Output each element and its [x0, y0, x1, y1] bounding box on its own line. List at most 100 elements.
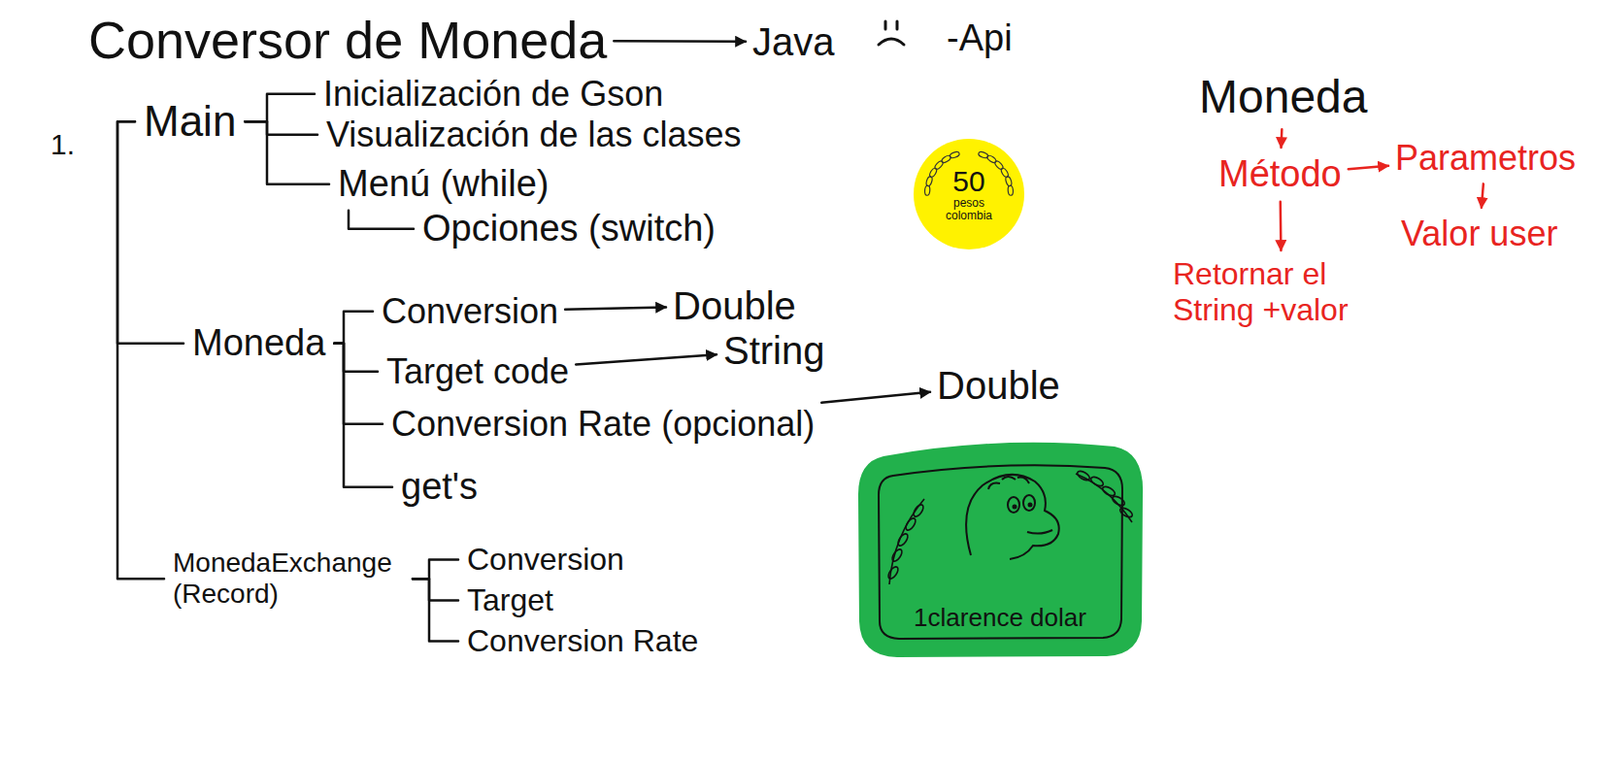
item-node: Inicialización de Gson	[320, 71, 667, 116]
bill-frame	[878, 465, 1123, 639]
face-eye	[884, 21, 888, 30]
record-node: MonedaExchange (Record)	[169, 545, 407, 612]
laurel-leaf	[911, 502, 926, 518]
title-node: Conversor de Moneda	[85, 7, 610, 72]
face-eye	[896, 21, 900, 30]
type-node: String	[720, 326, 829, 375]
portrait-mouth	[1027, 530, 1053, 534]
tree-branch	[333, 343, 378, 372]
tree-branch	[244, 121, 330, 185]
step-number: 1.	[50, 128, 75, 163]
node-text: Conversion	[466, 541, 625, 578]
node-text: MonedaExchange (Record)	[172, 547, 404, 610]
field-node: Conversion	[464, 539, 628, 580]
arrow-connector	[821, 392, 931, 403]
portrait-eye	[1007, 497, 1020, 513]
arrow-connector	[575, 354, 717, 365]
node-text: Double	[936, 363, 1061, 408]
tree-branch	[333, 343, 383, 425]
laurel-leaf	[1075, 468, 1092, 482]
item-node: Visualización de las clases	[323, 112, 745, 157]
tree-branch	[412, 559, 459, 579]
node-text: get's	[400, 466, 478, 509]
bill-ground	[858, 442, 1143, 658]
node-text: Conversion Rate (opcional)	[391, 403, 815, 444]
coin-face	[913, 138, 1025, 250]
arrow-connector	[1279, 129, 1283, 148]
method-node: Método	[1215, 151, 1345, 199]
laurel-leaf	[949, 150, 961, 159]
param-node: Valor user	[1398, 211, 1561, 256]
portrait-eye	[1023, 495, 1035, 511]
node-text: Parametros	[1395, 137, 1576, 178]
node-text: Conversion	[381, 291, 559, 332]
class-node: Moneda	[1196, 67, 1370, 126]
tree-branch	[348, 210, 414, 230]
portrait-pupil	[1013, 505, 1017, 509]
tree-branch	[412, 578, 459, 641]
tree-branch	[244, 121, 318, 134]
field-node: Conversion	[378, 289, 562, 334]
tree-branch	[244, 94, 315, 123]
field-node: Target code	[383, 349, 572, 394]
field-node: Target	[464, 580, 557, 621]
laurel-leaf	[890, 547, 904, 563]
face-doodle	[878, 21, 904, 45]
type-node: Double	[669, 281, 800, 331]
arrow-connector	[1348, 166, 1389, 169]
laurel-leaf	[924, 185, 931, 196]
laurel-leaf	[903, 516, 918, 532]
api-label: -Api	[946, 17, 1013, 61]
language-node: Java	[749, 17, 838, 67]
tree-branch	[333, 343, 393, 488]
laurel-leaf	[896, 532, 910, 547]
laurel-leaf	[1089, 474, 1105, 488]
portrait-pupil	[1029, 503, 1033, 507]
tree-branch	[117, 121, 165, 579]
node-text: String	[723, 328, 826, 373]
laurel-leaf	[1100, 484, 1117, 498]
coin-value: 50	[952, 166, 985, 198]
laurel-leaf	[1007, 185, 1014, 196]
tree-branch	[117, 121, 184, 344]
node-text: Opciones (switch)	[422, 207, 716, 251]
bill-laurel	[886, 468, 1134, 585]
field-node: Conversion Rate (opcional)	[388, 401, 818, 446]
node-text: Java	[752, 19, 835, 65]
item-node: Opciones (switch)	[419, 205, 719, 253]
laurel-stem	[889, 499, 925, 585]
node-text: Método	[1218, 153, 1342, 197]
node-text: Menú (while)	[337, 163, 550, 206]
node-text: Moneda	[1199, 69, 1367, 124]
type-node: Double	[933, 361, 1064, 410]
portrait-hair	[988, 476, 1030, 490]
arrow-connector	[565, 306, 667, 309]
node-text: Conversor de Moneda	[88, 9, 607, 70]
class-node: Main	[140, 95, 239, 149]
tree-branch	[412, 578, 459, 600]
bill-node: 1clarence dolar	[854, 438, 1146, 659]
field-node: get's	[398, 464, 481, 511]
field-node: Conversion Rate	[464, 621, 701, 662]
laurel-leaf	[886, 565, 900, 580]
node-text: Target	[466, 582, 554, 619]
arrow-connector	[1278, 201, 1282, 251]
node-text: pesos colombia	[937, 197, 1000, 223]
bill-portrait	[966, 474, 1060, 560]
coin-node: 50pesos colombia	[912, 137, 1026, 251]
arrow-connector	[1481, 183, 1484, 208]
node-text: Visualización de las clases	[326, 114, 742, 155]
node-text: Target code	[386, 351, 569, 392]
node-text: Valor user	[1400, 213, 1558, 254]
laurel-leaf	[1118, 505, 1134, 519]
node-text: Main	[143, 97, 236, 147]
item-node: Menú (while)	[334, 161, 553, 208]
param-node: Parametros	[1392, 135, 1579, 180]
laurel-leaf	[1004, 175, 1013, 187]
arrow-connector	[613, 39, 746, 43]
node-text: Inicialización de Gson	[323, 73, 664, 114]
node-text: Retornar el String +valor	[1172, 256, 1391, 329]
node-text: Moneda	[192, 322, 326, 366]
tree-branch	[333, 311, 373, 344]
